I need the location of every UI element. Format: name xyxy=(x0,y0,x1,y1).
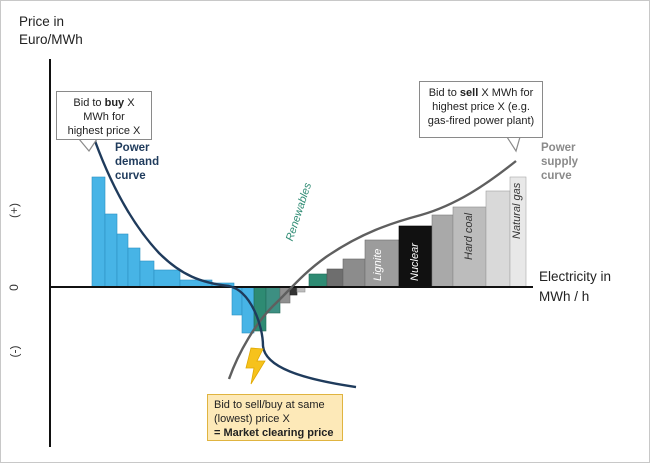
sell-callout-text: Bid to xyxy=(428,87,460,99)
demand-bar xyxy=(127,247,141,288)
market-clearing-callout: Bid to sell/buy at same (lowest) price X… xyxy=(207,394,343,441)
demand-bar xyxy=(91,176,106,288)
y-axis-title-line1: Price in xyxy=(19,14,65,29)
negative-price-bars xyxy=(231,286,306,334)
demand-bar xyxy=(139,260,155,288)
buy-bid-callout: Bid to buy X MWh for highest price X xyxy=(56,91,152,140)
supply-label-line: curve xyxy=(541,170,572,182)
supply-bar xyxy=(431,214,454,288)
power-demand-curve xyxy=(93,140,357,389)
nuclear-bar xyxy=(398,225,433,288)
supply-bars xyxy=(308,176,527,288)
renewables-bar xyxy=(308,273,328,288)
supply-label-line: Power xyxy=(541,142,576,154)
demand-bar xyxy=(116,233,129,288)
lightning-icon xyxy=(245,347,266,385)
sell-bid-callout: Bid to sell X MWh for highest price X (e… xyxy=(419,81,543,138)
positive-price-label: (+) xyxy=(7,203,21,218)
negative-price-label: (-) xyxy=(7,345,22,358)
zero-price-label: 0 xyxy=(6,284,21,291)
y-axis-title-line2: Euro/MWh xyxy=(19,32,83,47)
nuclear-label: Nuclear xyxy=(409,243,421,281)
demand-label-line: demand xyxy=(115,156,160,168)
buy-callout-text: highest price X xyxy=(67,125,141,137)
lignite-bar xyxy=(364,239,400,288)
natural-gas-label: Natural gas xyxy=(511,182,523,239)
power-supply-curve-label: Power supply curve xyxy=(541,141,578,183)
supply-bar xyxy=(485,190,511,288)
demand-bar xyxy=(153,269,181,288)
buy-callout-text: X xyxy=(124,97,135,109)
sell-callout-text: X MWh for xyxy=(478,87,534,99)
demand-bar xyxy=(104,213,118,288)
buy-callout-emphasis: buy xyxy=(104,97,125,109)
buy-callout-tail xyxy=(77,138,99,153)
supply-bar xyxy=(326,268,344,288)
hard-coal-bar xyxy=(452,206,487,288)
demand-bars xyxy=(91,176,235,288)
sell-callout-text: gas-fired power plant) xyxy=(427,115,535,127)
supply-bar xyxy=(342,258,366,288)
buy-callout-text: Bid to xyxy=(73,97,105,109)
buy-callout-text: MWh for xyxy=(83,111,125,123)
demand-label-line: curve xyxy=(115,170,146,182)
x-axis-title-line1: Electricity in xyxy=(539,269,612,284)
clearing-callout-text: (lowest) price X xyxy=(214,413,290,425)
clearing-callout-text: Bid to sell/buy at same xyxy=(214,399,325,411)
x-axis-title-line2: MWh / h xyxy=(539,289,590,304)
sell-callout-text: highest price X (e.g. xyxy=(432,101,530,113)
market-clearing-price-label: = Market clearing price xyxy=(214,427,334,439)
hard-coal-label: Hard coal xyxy=(463,212,475,260)
lignite-label: Lignite xyxy=(372,248,384,281)
supply-label-line: supply xyxy=(541,156,579,168)
power-demand-curve-label: Power demand curve xyxy=(115,141,159,183)
sell-callout-emphasis: sell xyxy=(459,87,479,99)
sell-callout-tail xyxy=(505,136,521,153)
demand-label-line: Power xyxy=(115,142,150,154)
